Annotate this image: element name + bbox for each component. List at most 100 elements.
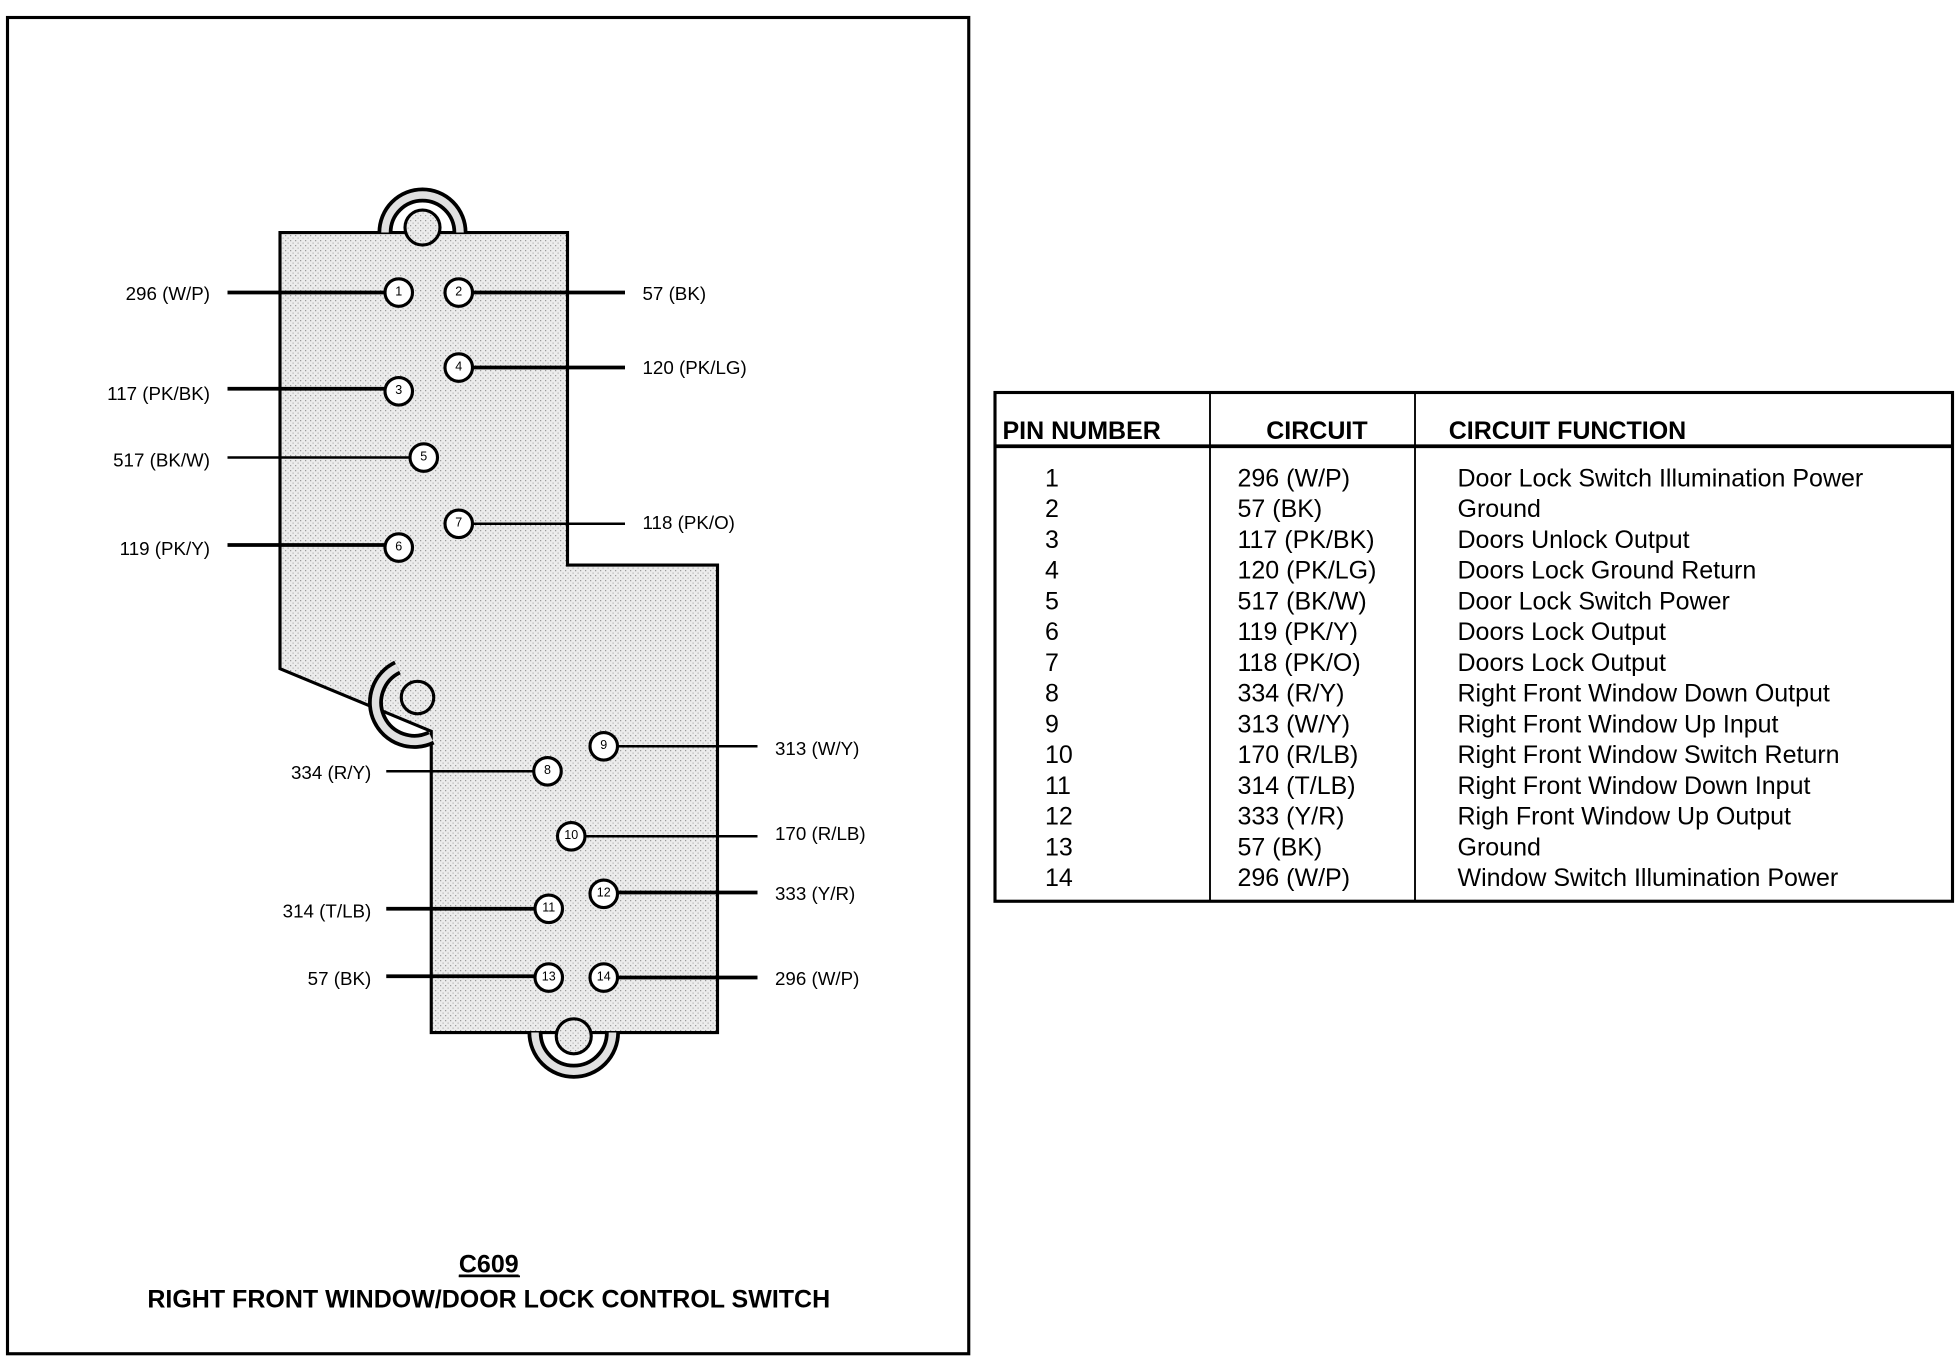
table-cell-circuit: 120 (PK/LG) <box>1238 557 1377 585</box>
table-header-pin-number: PIN NUMBER <box>1003 417 1161 445</box>
pin-2: 2 57 (BK) <box>443 277 707 308</box>
table-cell-circuit: 170 (R/LB) <box>1238 741 1359 769</box>
pin-9-number: 9 <box>600 738 607 752</box>
table-cell-circuit: 334 (R/Y) <box>1238 680 1345 708</box>
table-cell-pin: 9 <box>1045 710 1059 738</box>
pin-11-label: 314 (T/LB) <box>283 901 372 922</box>
table-cell-circuit: 314 (T/LB) <box>1238 772 1356 800</box>
pin-9-circle <box>588 730 620 762</box>
table-cell-pin: 4 <box>1045 557 1059 585</box>
pin-11-number: 11 <box>542 901 555 915</box>
table-cell-function: Window Switch Illumination Power <box>1458 864 1839 892</box>
pin-7: 7 118 (PK/O) <box>443 508 735 540</box>
table-cell-function: Right Front Window Down Input <box>1458 772 1811 800</box>
pin-14: 14 296 (W/P) <box>588 962 859 993</box>
pin-5-circle <box>408 442 440 473</box>
table-cell-function: Door Lock Switch Power <box>1458 587 1730 615</box>
table-cell-function: Righ Front Window Up Output <box>1458 803 1792 831</box>
table-cell-circuit: 296 (W/P) <box>1238 864 1351 892</box>
pin-11-circle <box>533 893 565 925</box>
connector-housing <box>278 230 720 1035</box>
table-cell-function: Doors Lock Ground Return <box>1458 557 1757 585</box>
pin-2-label: 57 (BK) <box>643 283 707 304</box>
pin-6-number: 6 <box>395 539 402 553</box>
table-row: 4 120 (PK/LG) Doors Lock Ground Return <box>1045 557 1756 585</box>
pin-12-circle <box>588 878 620 910</box>
table-cell-function: Ground <box>1458 495 1541 523</box>
table-cell-pin: 8 <box>1045 680 1059 708</box>
pin-8-circle <box>532 755 563 787</box>
table-cell-circuit: 313 (W/Y) <box>1238 710 1351 738</box>
pin-14-label: 296 (W/P) <box>775 968 859 989</box>
pin-4-number: 4 <box>455 359 462 373</box>
table-row: 9 313 (W/Y) Right Front Window Up Input <box>1045 710 1779 738</box>
pin-3-label: 117 (PK/BK) <box>107 383 210 404</box>
table-cell-function: Doors Lock Output <box>1458 649 1666 677</box>
table-cell-function: Right Front Window Up Input <box>1458 710 1779 738</box>
connector-id: C609 <box>459 1251 519 1279</box>
pin-1-number: 1 <box>395 284 402 298</box>
pin-5-label: 517 (BK/W) <box>113 449 210 470</box>
table-header-circuit: CIRCUIT <box>1266 417 1367 445</box>
pin-8: 8 334 (R/Y) <box>291 755 563 787</box>
pin-12-number: 12 <box>597 886 611 900</box>
table-cell-circuit: 296 (W/P) <box>1238 464 1351 492</box>
table-cell-pin: 2 <box>1045 495 1059 523</box>
table-row: 11 314 (T/LB) Right Front Window Down Inpu… <box>1045 772 1810 800</box>
table-header-circuit-function: CIRCUIT FUNCTION <box>1449 417 1686 445</box>
table-cell-circuit: 118 (PK/O) <box>1238 649 1361 677</box>
table-row: 8 334 (R/Y) Right Front Window Down Output <box>1045 680 1830 708</box>
pin-13-circle <box>533 962 565 993</box>
pin-3: 3 117 (PK/BK) <box>107 375 415 407</box>
pin-12: 12 333 (Y/R) <box>588 878 855 910</box>
connector-title: RIGHT FRONT WINDOW/DOOR LOCK CONTROL SWI… <box>147 1286 830 1314</box>
pin-7-circle <box>443 508 475 540</box>
pin-4-circle <box>443 352 475 383</box>
diagram-frame <box>5 15 971 1356</box>
table-row: 12 333 (Y/R) Righ Front Window Up Output <box>1045 803 1791 831</box>
pin-13: 13 57 (BK) <box>308 962 565 993</box>
table-cell-pin: 6 <box>1045 618 1059 646</box>
table-cell-pin: 12 <box>1045 803 1073 831</box>
pin-11: 11 314 (T/LB) <box>283 893 565 925</box>
connector-body <box>278 187 720 1079</box>
pin-1: 1 296 (W/P) <box>126 277 415 308</box>
table-cell-pin: 11 <box>1045 772 1071 800</box>
pin-14-number: 14 <box>597 969 611 983</box>
pin-10-label: 170 (R/LB) <box>775 823 866 844</box>
bottom-latch-icon <box>527 1017 620 1079</box>
table-cell-function: Right Front Window Switch Return <box>1458 741 1840 769</box>
table-cell-circuit: 517 (BK/W) <box>1238 587 1367 615</box>
table-cell-function: Right Front Window Down Output <box>1458 680 1830 708</box>
pin-10: 10 170 (R/LB) <box>555 820 866 852</box>
pin-7-label: 118 (PK/O) <box>643 512 735 533</box>
table-cell-function: Ground <box>1458 833 1541 861</box>
pin-13-label: 57 (BK) <box>308 968 372 989</box>
side-latch-icon <box>368 660 436 749</box>
pin-5-number: 5 <box>420 449 427 463</box>
table-cell-pin: 13 <box>1045 833 1073 861</box>
pin-2-circle <box>443 277 475 308</box>
pin-4: 4 120 (PK/LG) <box>443 352 747 383</box>
table-cell-circuit: 57 (BK) <box>1238 495 1323 523</box>
table-cell-function: Doors Lock Output <box>1458 618 1666 646</box>
pin-13-number: 13 <box>542 969 556 983</box>
pin-10-circle <box>555 820 587 852</box>
pin-14-circle <box>588 962 620 993</box>
table-row: 2 57 (BK) Ground <box>1045 495 1541 523</box>
pin-4-label: 120 (PK/LG) <box>643 357 747 378</box>
top-latch-icon <box>377 187 468 247</box>
pin-8-label: 334 (R/Y) <box>291 762 371 783</box>
table-cell-circuit: 333 (Y/R) <box>1238 803 1345 831</box>
table-cell-circuit: 57 (BK) <box>1238 833 1323 861</box>
pin-5: 5 517 (BK/W) <box>113 442 440 473</box>
table-cell-function: Doors Unlock Output <box>1458 526 1690 554</box>
table-cell-circuit: 117 (PK/BK) <box>1238 526 1375 554</box>
